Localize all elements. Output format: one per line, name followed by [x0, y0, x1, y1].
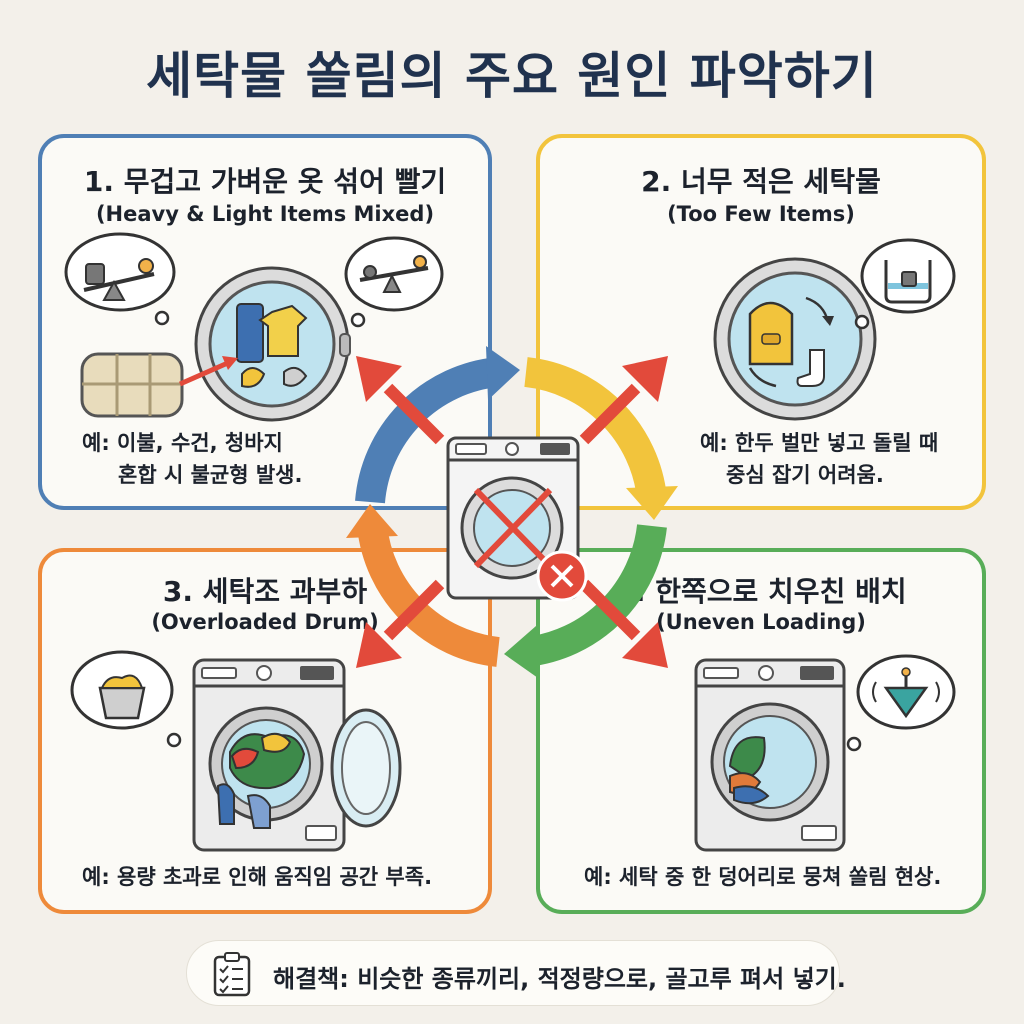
imbalanced-washer-icon — [446, 436, 588, 602]
scale-thought-icon — [344, 236, 444, 328]
cause-example-line2: 중심 잡기 어려움. — [726, 463, 884, 487]
cycle-arrow-green — [504, 626, 538, 678]
cause-title: 2. 너무 적은 세탁물 — [641, 165, 881, 198]
mixed-load-illustration — [64, 232, 351, 422]
cause-subtitle: (Too Few Items) — [667, 202, 855, 226]
cause-example-line1: 예: 이불, 수건, 청바지 — [82, 431, 283, 455]
blanket-icon — [80, 352, 184, 418]
uneven-washer-icon — [694, 658, 846, 852]
cause-title: 3. 세탁조 과부하 — [162, 575, 368, 608]
red-arrow-top-right — [622, 356, 668, 402]
cycle-arrow-orange — [346, 504, 398, 538]
cycle-arrows — [346, 346, 678, 678]
cause-subtitle: (Heavy & Light Items Mixed) — [95, 202, 435, 226]
drum-few-items-icon — [713, 257, 877, 421]
seesaw-thought-icon — [64, 232, 176, 326]
cause-example-line1: 예: 용량 초과로 인해 움직임 공간 부족. — [82, 865, 433, 889]
cause-subtitle: (Overloaded Drum) — [151, 610, 379, 634]
cause-card-too-few: 2. 너무 적은 세탁물 (Too Few Items) 예: 한두 벌만 넣고… — [536, 134, 986, 510]
cause-title: 1. 무겁고 가벼운 옷 섞어 빨기 — [83, 165, 447, 198]
solution-text: 해결책: 비슷한 종류끼리, 적정량으로, 골고루 펴서 넣기. — [273, 965, 846, 993]
cause-example-line2: 혼합 시 불균형 발생. — [118, 463, 303, 487]
red-arrow-bottom-right — [622, 622, 668, 668]
checklist-icon — [213, 952, 251, 997]
cause-card-mixed-items: 1. 무겁고 가벼운 옷 섞어 빨기 (Heavy & Light Items … — [38, 134, 492, 510]
page-title: 세탁물 쏠림의 주요 원인 파악하기 — [146, 47, 878, 105]
empty-basket-thought-icon — [854, 238, 956, 330]
solution-banner: 해결책: 비슷한 종류끼리, 적정량으로, 골고루 펴서 넣기. — [186, 940, 846, 1006]
red-arrow-top-left — [356, 356, 402, 402]
arrow-icon — [222, 356, 238, 370]
cause-subtitle: (Uneven Loading) — [656, 610, 866, 634]
cycle-arrow-blue — [486, 346, 520, 400]
spinning-top-thought-icon — [846, 654, 956, 752]
red-arrow-bottom-left — [356, 622, 402, 668]
overloaded-washer-icon — [192, 658, 402, 852]
cause-title: 4. 한쪽으로 치우친 배치 — [615, 575, 907, 608]
cycle-arrow-yellow — [626, 486, 678, 520]
cause-example-line1: 예: 한두 벌만 넣고 돌릴 때 — [700, 431, 939, 455]
washer-drum-icon — [194, 266, 351, 422]
cause-example-line1: 예: 세탁 중 한 덩어리로 뭉쳐 쏠림 현상. — [584, 865, 942, 889]
full-basket-thought-icon — [70, 650, 182, 748]
